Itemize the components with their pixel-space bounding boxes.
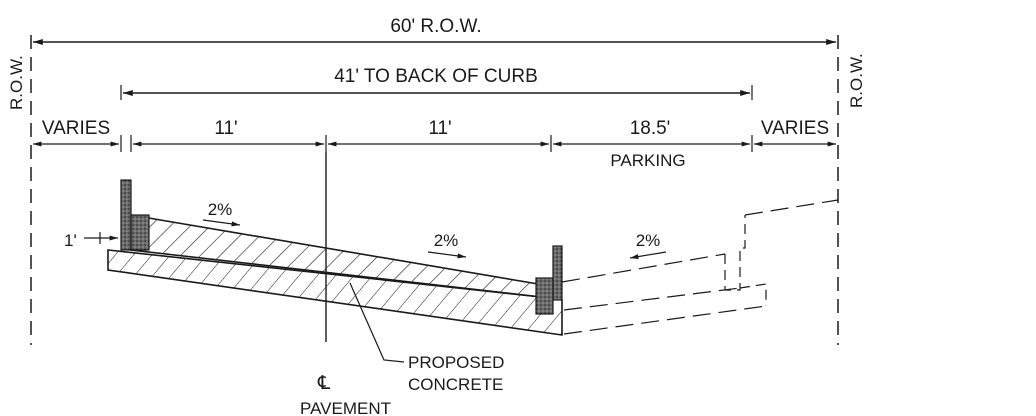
- slope-indicators: 2% 2% 2%: [202, 200, 667, 260]
- row-left-label: R.O.W.: [7, 55, 26, 110]
- centerline-symbol: ℄: [317, 373, 331, 394]
- parking-label: PARKING: [610, 151, 685, 170]
- left-curb: [120, 179, 150, 251]
- row-right-label: R.O.W.: [847, 53, 866, 108]
- curb-depth-label: 1': [64, 231, 77, 250]
- lane-right-label: 11': [428, 118, 451, 139]
- slope-parking: 2%: [636, 231, 661, 250]
- curb-depth-callout: 1': [64, 231, 119, 250]
- row-dimension: 60' R.O.W.: [33, 16, 836, 45]
- right-curb: [535, 245, 563, 315]
- slope-left-lane: 2%: [208, 200, 233, 219]
- back-of-curb-label: 41' TO BACK OF CURB: [334, 66, 538, 87]
- future-parking-dashed: [561, 199, 839, 335]
- proposed-label-3: PAVEMENT: [300, 399, 391, 416]
- slope-right-lane: 2%: [434, 231, 459, 250]
- row-boundary-lines: [30, 35, 839, 345]
- varies-left-label: VARIES: [42, 118, 110, 139]
- back-of-curb-dimension: 41' TO BACK OF CURB: [120, 66, 753, 100]
- varies-right-label: VARIES: [761, 118, 829, 139]
- centerline: ℄: [317, 152, 331, 394]
- proposed-label-1: PROPOSED: [408, 353, 504, 372]
- parking-width-label: 18.5': [630, 118, 671, 139]
- proposed-label-2: CONCRETE: [408, 375, 503, 394]
- lane-left-label: 11': [214, 118, 237, 139]
- row-total-label: 60' R.O.W.: [390, 16, 481, 37]
- lane-dimensions: VARIES 11' 11' 18.5' VARIES PARKING: [33, 118, 836, 170]
- proposed-concrete-callout: PROPOSED CONCRETE PAVEMENT: [300, 282, 504, 416]
